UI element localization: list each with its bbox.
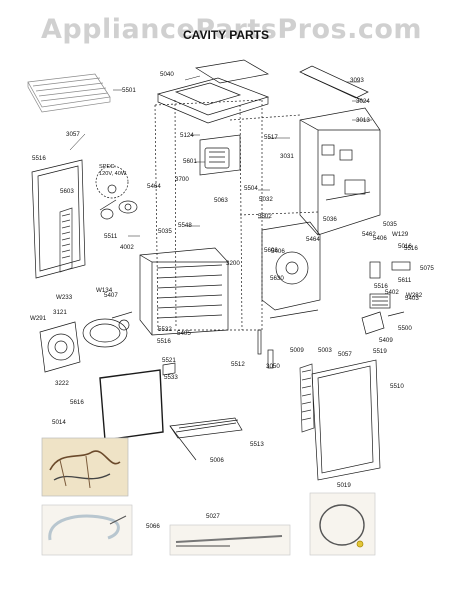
spec-label: SPEC: <box>99 164 116 170</box>
part-label: 5040 <box>160 71 174 78</box>
part-label: 5019 <box>337 482 351 489</box>
part-label: 5501 <box>122 87 136 94</box>
door-insulation <box>59 207 73 273</box>
part-label: 5519 <box>373 348 387 355</box>
oven-rack <box>27 73 111 113</box>
part-label: 5516 <box>157 338 171 345</box>
part-label: 3200 <box>226 260 240 267</box>
part-label: 3093 <box>350 77 364 84</box>
part-label: 3222 <box>55 380 69 387</box>
part-label: W291 <box>30 315 47 322</box>
light-assembly <box>199 134 241 176</box>
door-panel-bottom <box>99 369 164 441</box>
part-label: 5066 <box>146 523 160 530</box>
part-label: 5075 <box>420 265 434 272</box>
part-label: 3013 <box>356 117 370 124</box>
part-label: 5124 <box>180 132 194 139</box>
spec-note: SPEC: 120V, 40W <box>99 164 127 177</box>
part-label: 5003 <box>318 347 332 354</box>
part-label: 5409 <box>379 337 393 344</box>
fan-cover <box>39 321 81 373</box>
part-label: 5500 <box>398 325 412 332</box>
part-label: 5512 <box>231 361 245 368</box>
part-label: 5611 <box>398 277 412 284</box>
part-label: 5063 <box>214 197 228 204</box>
part-label: 5606 <box>264 247 278 254</box>
control-bracket <box>261 221 321 319</box>
part-label: 5513 <box>250 441 264 448</box>
convection-fan <box>82 311 133 348</box>
part-labels: 5040 3093 5501 3024 3013 3057 5124 5516 5517 3031… <box>30 71 434 530</box>
part-label: 4002 <box>120 244 134 251</box>
diagram-heading: CAVITY PARTS <box>183 28 270 42</box>
part-label: 5016 <box>398 243 412 250</box>
part-label: 5406 <box>271 248 285 255</box>
part-label: W134 <box>96 287 113 294</box>
part-label: 5516 <box>374 283 388 290</box>
part-label: 3024 <box>356 98 370 105</box>
part-label: 5521 <box>162 357 176 364</box>
door-frame-right <box>311 359 381 481</box>
cavity-frame <box>154 99 319 331</box>
photo-inset-probe <box>169 524 291 556</box>
part-label: 5009 <box>290 347 304 354</box>
part-label: W233 <box>56 294 73 301</box>
part-label: 5405 <box>177 330 191 337</box>
part-label: 5406 <box>373 235 387 242</box>
part-label: 5517 <box>264 134 278 141</box>
part-label: W282 <box>406 292 423 299</box>
part-label: 5516 <box>32 155 46 162</box>
bake-element <box>169 417 243 461</box>
leader-lines <box>69 75 372 237</box>
part-label: 3050 <box>266 363 280 370</box>
part-label: 5035 <box>158 228 172 235</box>
part-label: 5006 <box>210 457 224 464</box>
part-label: 5036 <box>323 216 337 223</box>
part-label: 5014 <box>52 419 66 426</box>
part-label: 5027 <box>206 513 220 520</box>
part-label: W129 <box>392 231 409 238</box>
part-label: 5532 <box>158 326 172 333</box>
door-frame-left <box>31 159 86 279</box>
part-label: 5057 <box>338 351 352 358</box>
part-label: 5464 <box>306 236 320 243</box>
part-label: 5603 <box>60 188 74 195</box>
part-label: 5630 <box>270 275 284 282</box>
spec-value: 120V, 40W <box>99 171 127 177</box>
part-label: 5601 <box>183 158 197 165</box>
part-label: 5510 <box>390 383 404 390</box>
part-label: 5511 <box>104 233 118 240</box>
part-label: 3031 <box>280 153 294 160</box>
photo-inset-wire-harness <box>41 437 129 497</box>
part-label: 5502 <box>258 213 272 220</box>
rear-panel <box>299 107 381 236</box>
part-label: 5462 <box>362 231 376 238</box>
right-insulation <box>299 363 315 433</box>
part-label: 5548 <box>178 222 192 229</box>
photo-inset-wire-loop <box>309 492 376 556</box>
small-parts <box>162 329 274 376</box>
bulb-callout <box>95 165 138 220</box>
part-label: 3121 <box>53 309 67 316</box>
inner-cavity <box>139 247 229 336</box>
part-label: 5533 <box>164 374 178 381</box>
watermark: AppliancePartsPros.com <box>40 14 423 45</box>
part-label: 5035 <box>383 221 397 228</box>
top-panel <box>156 59 270 124</box>
part-label: 5504 <box>244 185 258 192</box>
part-label: 5516 <box>404 245 418 252</box>
part-label: 5032 <box>259 196 273 203</box>
part-label: 5616 <box>70 399 84 406</box>
part-label: 3700 <box>175 176 189 183</box>
part-label: 5402 <box>385 289 399 296</box>
part-label: 5464 <box>147 183 161 190</box>
top-trim <box>299 65 369 101</box>
part-label: 5403 <box>405 295 419 302</box>
control-parts <box>361 261 411 335</box>
part-label: 3057 <box>66 131 80 138</box>
part-label: 5407 <box>104 292 118 299</box>
photo-inset-cable <box>41 504 133 556</box>
